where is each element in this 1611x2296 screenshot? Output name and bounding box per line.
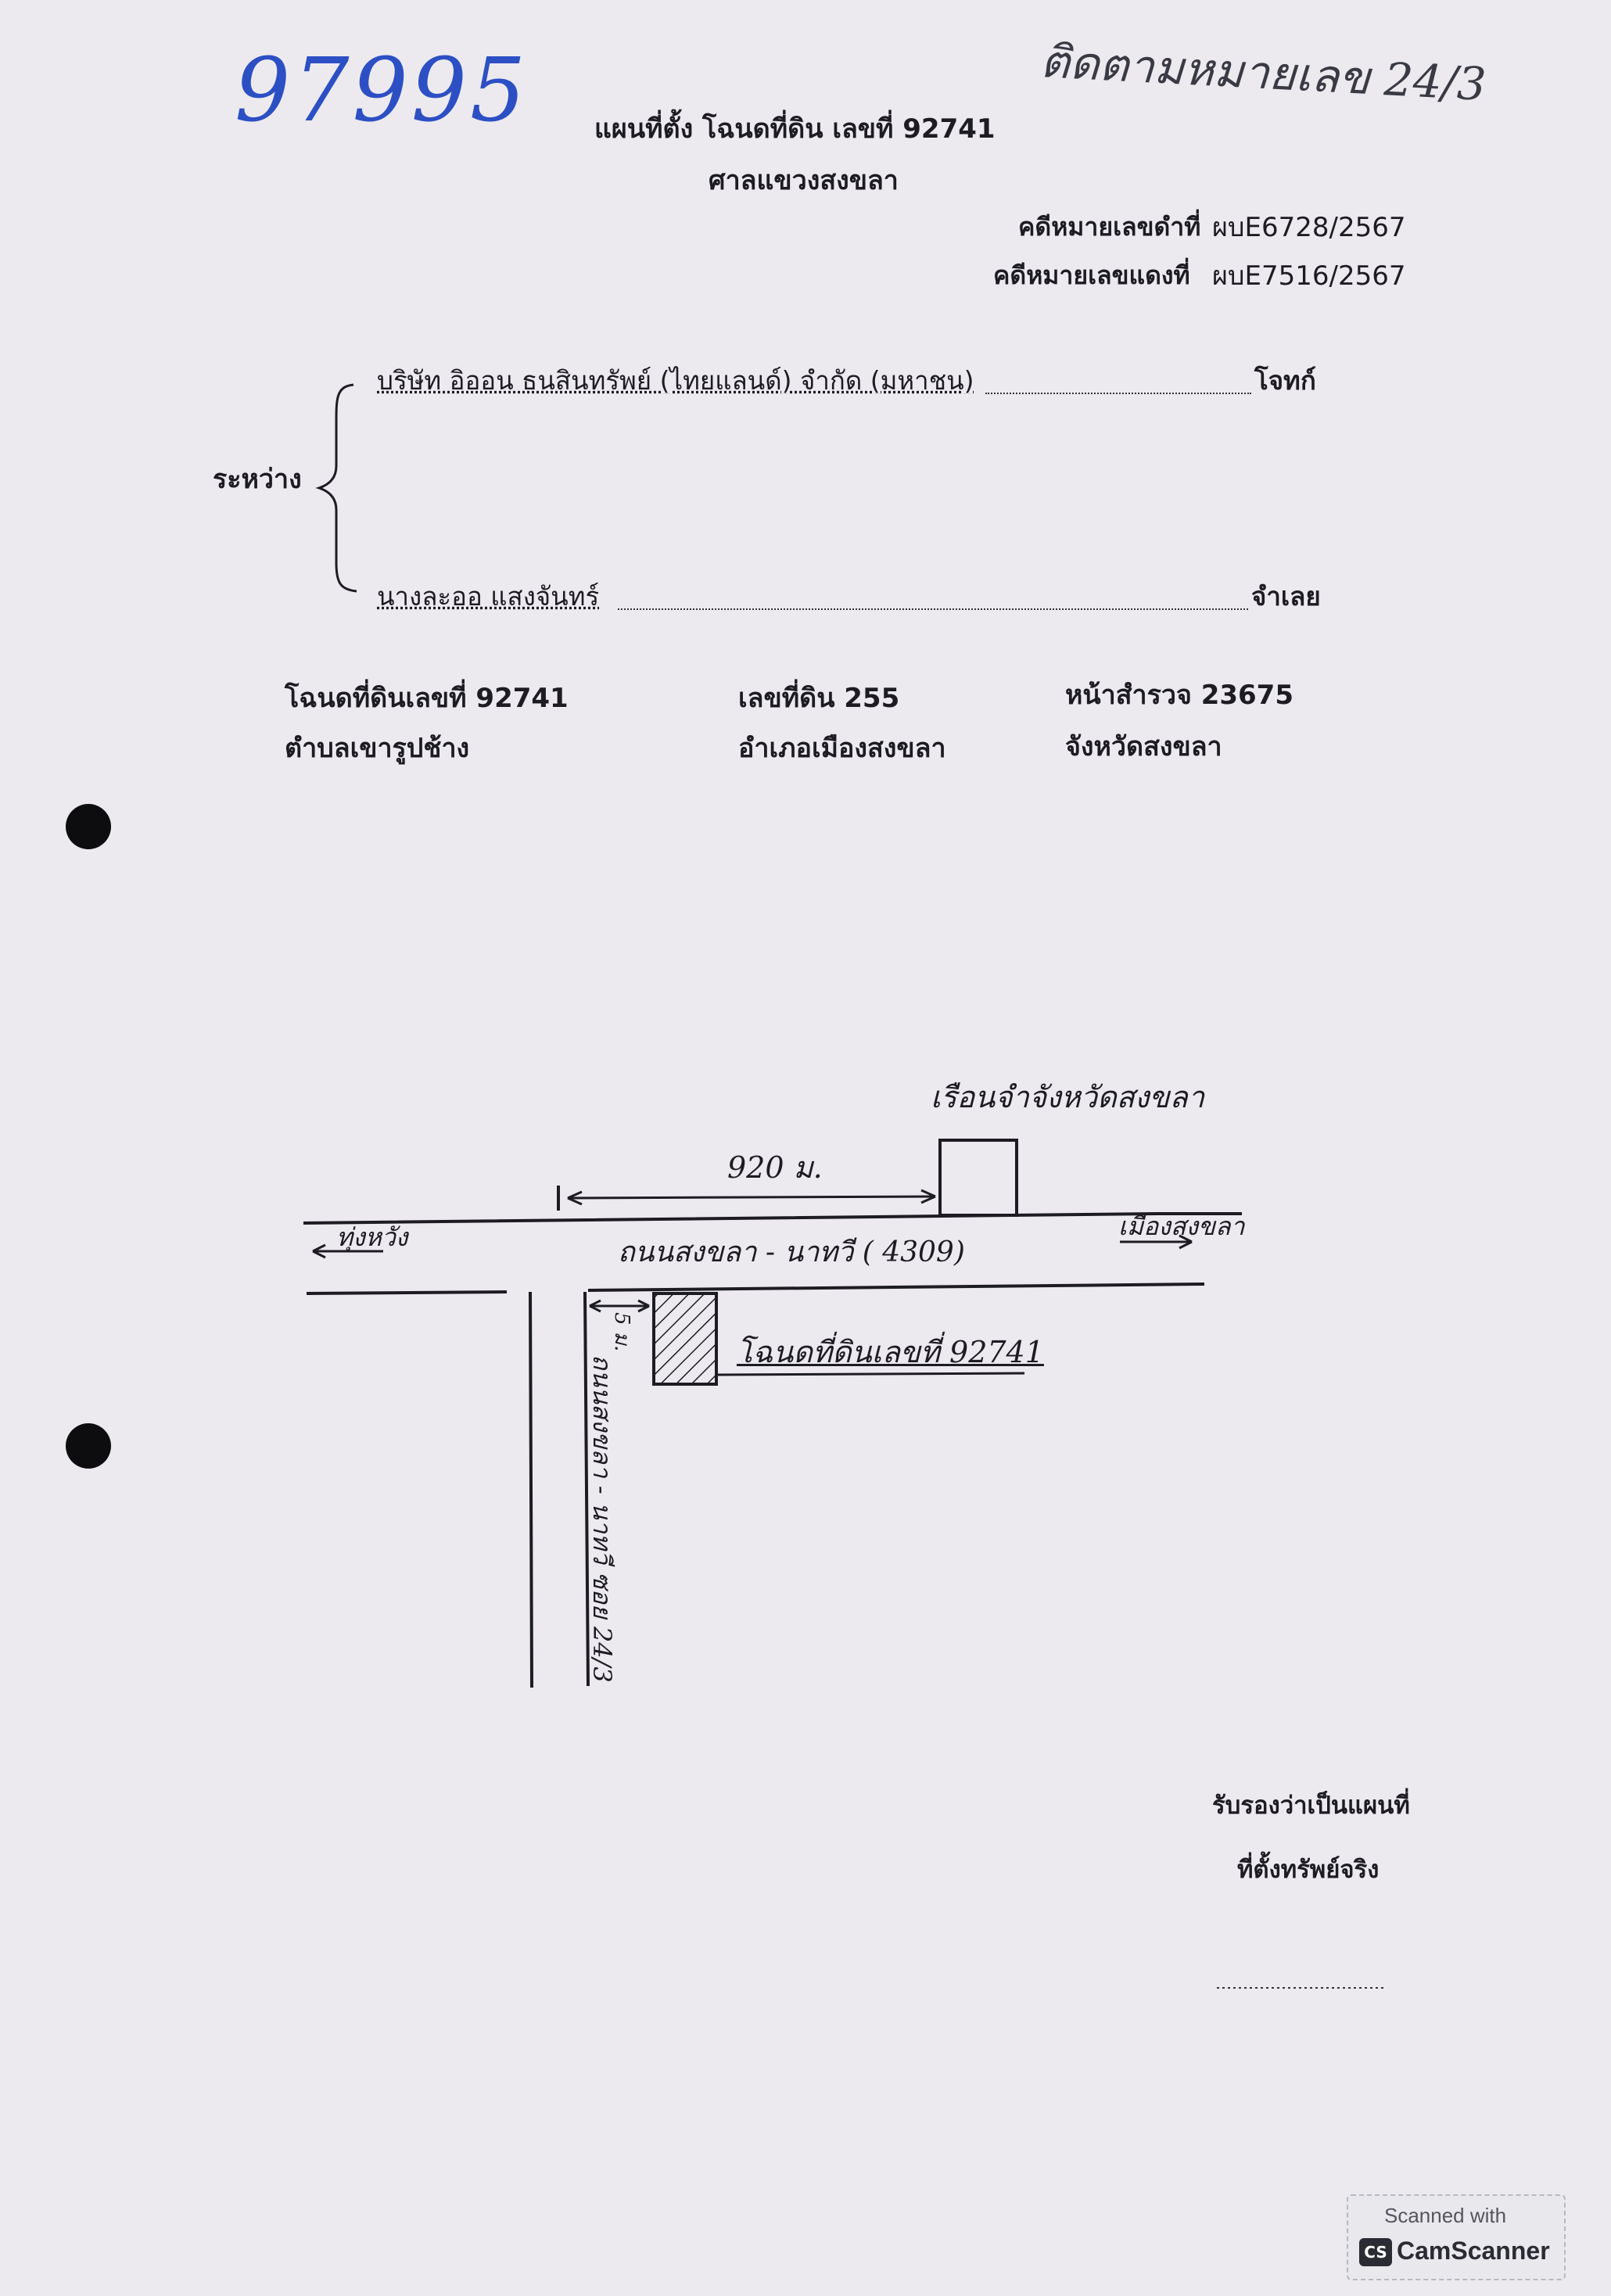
main-road-bottom-edge-right: [587, 1283, 1205, 1292]
certify-line-2: ที่ตั้งทรัพย์จริง: [1237, 1856, 1380, 1884]
direction-left-label: ทุ่งหวัง: [336, 1222, 408, 1252]
camscanner-watermark: Scanned with CS CamScanner: [1347, 2194, 1566, 2280]
main-road-top-edge: [303, 1212, 1242, 1225]
red-case-number: ผบE7516/2567: [1212, 260, 1406, 292]
black-case-number: ผบE6728/2567: [1212, 212, 1406, 243]
distance-label: 920 ม.: [727, 1150, 823, 1185]
direction-right-label: เมืองสงขลา: [1118, 1211, 1245, 1241]
binder-hole-top: [66, 804, 111, 849]
binder-hole-bottom: [66, 1423, 111, 1469]
camscanner-brand: CamScanner: [1397, 2237, 1550, 2265]
scanned-with-text: Scanned with: [1384, 2204, 1507, 2227]
court-name: ศาลแขวงสงขลา: [709, 165, 899, 196]
plaintiff-dotted-line: [985, 393, 1251, 394]
plaintiff-role: โจทก์: [1254, 365, 1316, 396]
main-road-label: ถนนสงขลา - นาทวี ( 4309): [618, 1236, 965, 1268]
deed-label: โฉนดที่ดินเลขที่ 92741: [737, 1335, 1044, 1369]
defendant-role: จำเลย: [1251, 581, 1321, 612]
handwritten-number: 97995: [235, 40, 529, 142]
district: อำเภอเมืองสงขลา: [738, 733, 946, 764]
subdistrict: ตำบลเขารูปช้าง: [285, 733, 470, 764]
prison-building: [938, 1139, 1018, 1217]
red-case-label: คดีหมายเลขแดงที่: [993, 260, 1190, 290]
prison-label: เรือนจำจังหวัดสงขลา: [931, 1080, 1205, 1114]
land-parcel: [652, 1292, 718, 1386]
short-distance-label: 5 ม.: [610, 1312, 633, 1352]
between-label: ระหว่าง: [213, 464, 302, 495]
side-road-label: ถนนสงขลา - นาทวี ซอย 24/3: [587, 1354, 617, 1683]
party-brace: [315, 383, 357, 593]
side-road-right-edge: [583, 1291, 590, 1687]
black-case-label: คดีหมายเลขดำที่: [1018, 212, 1201, 242]
plaintiff-name: บริษัท อิออน ธนสินทรัพย์ (ไทยแลนด์) จำกั…: [377, 365, 974, 396]
province: จังหวัดสงขลา: [1065, 731, 1222, 762]
parcel-number: เลขที่ดิน 255: [738, 683, 900, 714]
survey-page: หน้าสำรวจ 23675: [1065, 680, 1293, 711]
distance-arrow: [567, 1195, 936, 1200]
side-road-left-edge: [529, 1291, 533, 1688]
deed-number: โฉนดที่ดินเลขที่ 92741: [285, 683, 569, 714]
defendant-dotted-line: [618, 608, 1248, 610]
certify-line-1: รับรองว่าเป็นแผนที่: [1212, 1792, 1410, 1820]
camscanner-logo-icon: CS: [1359, 2238, 1392, 2266]
defendant-name: นางละออ แสงจันทร์: [377, 581, 600, 612]
page-title: แผนที่ตั้ง โฉนดที่ดิน เลขที่ 92741: [594, 113, 996, 145]
main-road-bottom-edge-left: [306, 1290, 508, 1295]
